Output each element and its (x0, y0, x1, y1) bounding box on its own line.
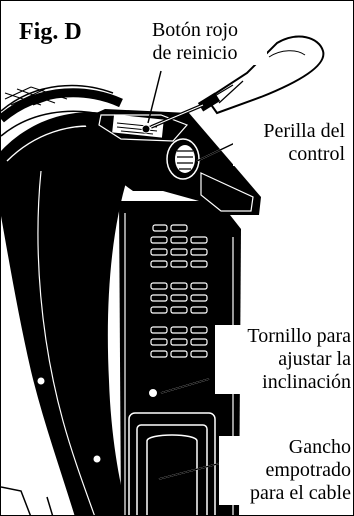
housing-inner-arc (37, 170, 95, 515)
tilt-screw-hole (148, 388, 158, 398)
pedestal (119, 201, 241, 515)
head-lip (200, 172, 254, 212)
reset-button-callout-line: de reinicio (152, 42, 238, 64)
base-screw-lower (92, 454, 102, 464)
cord-hook-callout-line: para el cable (249, 482, 351, 504)
base-screw (36, 376, 46, 386)
vent-slots (150, 224, 208, 358)
tilt-screw-callout-line: Tornillo para (247, 325, 351, 347)
leader-lines (147, 70, 162, 124)
housing-arc (1, 112, 133, 515)
cord-hook-callout-line: Gancho (288, 436, 351, 458)
cord-hook-callout-line: empotrado (265, 459, 351, 481)
label-plate (112, 114, 164, 138)
cord-hook-recess (128, 412, 216, 515)
tilt-screw-callout-line: ajustar la (278, 348, 351, 370)
grill-mesh (4, 86, 68, 108)
base-foot (1, 486, 54, 515)
control-knob (166, 138, 200, 180)
reset-button (141, 124, 151, 134)
figure-label: Fig. D (19, 19, 82, 45)
tilt-screw-callout-line: inclinación (262, 371, 351, 393)
control-knob-callout: Perilla del control (233, 120, 347, 166)
reset-button-callout: Botón rojo de reinicio (123, 19, 267, 65)
leader-lines-black (158, 140, 240, 480)
control-knob-callout-line: control (288, 143, 345, 165)
tilt-screw-callout: Tornillo para ajustar la inclinación (215, 325, 353, 394)
screwdriver-icon (150, 35, 325, 129)
control-knob-callout-line: Perilla del (263, 120, 345, 142)
cord-hook-callout: Gancho empotrado para el cable (219, 436, 353, 505)
reset-button-callout-line: Botón rojo (151, 19, 239, 41)
